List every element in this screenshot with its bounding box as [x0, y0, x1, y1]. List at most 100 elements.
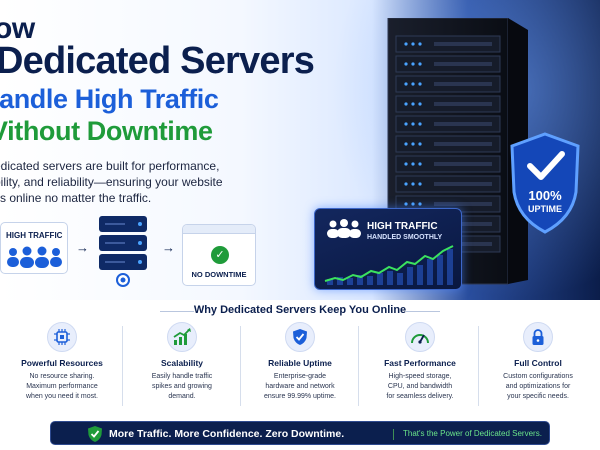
status-light — [404, 122, 408, 126]
shield-value: 100% — [528, 188, 562, 203]
hero-description: edicated servers are built for performan… — [0, 158, 234, 206]
chip-icon — [47, 322, 77, 352]
status-light — [418, 142, 422, 146]
status-light — [411, 142, 415, 146]
status-light — [411, 162, 415, 166]
divider — [406, 311, 440, 312]
feature-reliable-uptime: Reliable Uptime Enterprise-grade hardwar… — [240, 320, 360, 416]
drive-slot — [434, 142, 492, 146]
divider — [358, 326, 359, 406]
feature-name: Powerful Resources — [21, 358, 103, 368]
growth-chart-icon — [167, 322, 197, 352]
panel-subtitle: HANDLED SMOOTHLY — [367, 234, 443, 241]
banner-headline: More Traffic. More Confidence. Zero Down… — [109, 428, 345, 440]
feature-line: No resource sharing. — [29, 373, 95, 380]
status-light — [404, 102, 408, 106]
drive-slot — [434, 62, 492, 66]
high-traffic-card-label: HIGH TRAFFIC — [6, 231, 63, 240]
speedometer-icon — [405, 322, 435, 352]
feature-description: No resource sharing. Maximum performance… — [2, 372, 122, 402]
divider — [393, 429, 394, 440]
status-light — [411, 62, 415, 66]
window-bar — [183, 225, 255, 234]
bottom-banner: More Traffic. More Confidence. Zero Down… — [50, 421, 550, 445]
no-downtime-card: ✓ NO DOWNTIME — [182, 224, 256, 286]
status-light — [411, 82, 415, 86]
feature-line: your specific needs. — [507, 393, 569, 400]
drive-slot — [434, 242, 492, 246]
drive-slot — [434, 222, 492, 226]
feature-line: High-speed storage, — [388, 373, 452, 380]
users-group-icon — [327, 219, 361, 238]
status-light — [404, 42, 408, 46]
feature-description: Enterprise-grade hardware and network en… — [240, 372, 360, 402]
feature-line: Enterprise-grade — [273, 373, 327, 380]
status-light — [411, 42, 415, 46]
title-line-1: ow — [0, 12, 35, 45]
feature-name: Full Control — [514, 358, 562, 368]
status-light — [404, 202, 408, 206]
drive-slot — [434, 82, 492, 86]
status-light — [411, 122, 415, 126]
feature-line: and optimizations for — [505, 383, 571, 390]
traffic-graph-icon — [324, 245, 454, 285]
status-light — [418, 62, 422, 66]
description-line: bility, and reliability—ensuring your we… — [0, 175, 223, 189]
description-line: ys online no matter the traffic. — [0, 191, 152, 205]
high-traffic-card: HIGH TRAFFIC — [0, 222, 68, 274]
status-light — [411, 182, 415, 186]
title-line-2: Dedicated Servers — [0, 40, 315, 82]
drive-slot — [434, 102, 492, 106]
feature-name: Fast Performance — [384, 358, 456, 368]
status-light — [418, 202, 422, 206]
status-light — [418, 82, 422, 86]
drive-slot — [434, 122, 492, 126]
feature-line: spikes and growing — [152, 383, 212, 390]
high-traffic-panel: HIGH TRAFFIC HANDLED SMOOTHLY — [314, 208, 462, 290]
feature-description: High-speed storage, CPU, and bandwidth f… — [360, 372, 480, 402]
drive-slot — [434, 42, 492, 46]
drive-slot — [434, 162, 492, 166]
feature-line: for seamless delivery. — [386, 393, 454, 400]
flow-arrow: → — [162, 240, 175, 255]
server-stack-icon — [99, 216, 147, 287]
feature-line: ensure 99.99% uptime. — [264, 393, 336, 400]
status-light — [404, 142, 408, 146]
check-icon: ✓ — [211, 246, 229, 264]
uptime-shield-icon: 100% UPTIME — [510, 132, 580, 234]
title-line-4: Vithout Downtime — [0, 116, 213, 146]
status-light — [404, 62, 408, 66]
status-light — [404, 82, 408, 86]
feature-description: Custom configurations and optimizations … — [478, 372, 598, 402]
divider — [240, 326, 241, 406]
flow-arrow: → — [76, 240, 89, 255]
status-light — [418, 102, 422, 106]
lock-icon — [523, 322, 553, 352]
status-light — [418, 122, 422, 126]
description-line: edicated servers are built for performan… — [0, 159, 220, 173]
hero-section: ow Dedicated Servers landle High Traffic… — [0, 0, 600, 300]
feature-powerful-resources: Powerful Resources No resource sharing. … — [2, 320, 122, 416]
status-light — [418, 162, 422, 166]
feature-fast-performance: Fast Performance High-speed storage, CPU… — [360, 320, 480, 416]
drive-slot — [434, 202, 492, 206]
panel-title: HIGH TRAFFIC — [367, 221, 438, 232]
status-light — [411, 202, 415, 206]
banner-tagline: That's the Power of Dedicated Servers. — [403, 429, 542, 438]
feature-scalability: Scalability Easily handle traffic spikes… — [122, 320, 242, 416]
section-title: Why Dedicated Servers Keep You Online — [193, 304, 407, 316]
divider — [122, 326, 123, 406]
status-light — [418, 182, 422, 186]
status-light — [404, 182, 408, 186]
divider — [478, 326, 479, 406]
feature-line: Easily handle traffic — [151, 373, 213, 380]
drive-slot — [434, 182, 492, 186]
title-line-3: landle High Traffic — [0, 84, 219, 114]
shield-label: UPTIME — [528, 204, 562, 214]
feature-name: Scalability — [160, 358, 204, 368]
feature-line: Custom configurations — [503, 373, 573, 380]
shield-check-icon — [285, 322, 315, 352]
shield-check-icon — [88, 426, 102, 442]
status-light — [411, 102, 415, 106]
status-light — [404, 162, 408, 166]
